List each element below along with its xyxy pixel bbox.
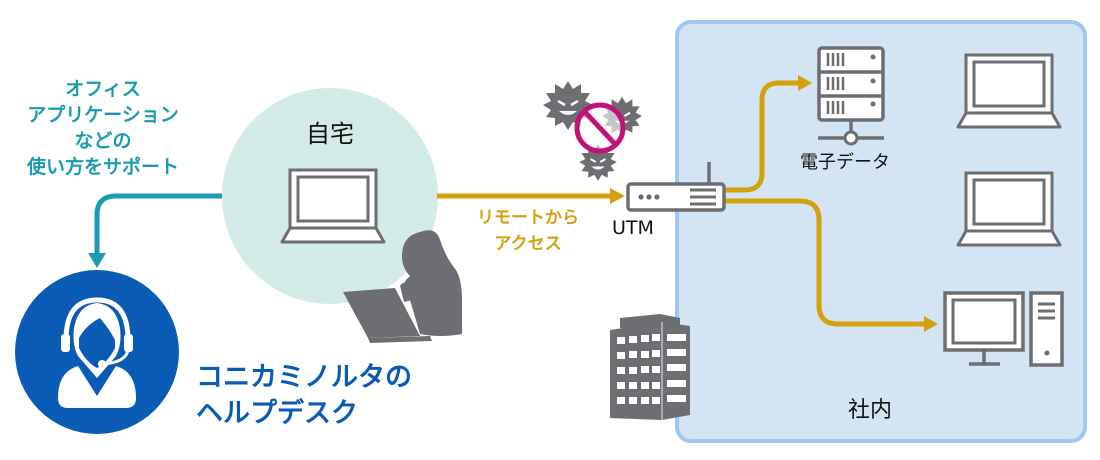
router-icon (626, 162, 726, 212)
utm-label: UTM (612, 217, 654, 239)
server-arrow (724, 75, 812, 193)
support-text-line-4: 使い方をサポート (26, 156, 179, 178)
home-laptop-icon (280, 168, 386, 244)
helpdesk-circle (15, 270, 179, 434)
office-label: 社内 (848, 398, 893, 423)
office-building-icon (610, 314, 690, 420)
home-label: 自宅 (306, 120, 354, 148)
remote-access-line-1: リモートから (477, 208, 579, 228)
support-arrow (88, 193, 222, 268)
office-laptop-icon (956, 53, 1062, 129)
prohibited-icon (574, 102, 626, 154)
desktop-arrow (724, 198, 938, 332)
helpdesk-title-line-2: ヘルプデスク (196, 398, 358, 429)
server-icon (817, 46, 885, 146)
desktop-pc-icon (943, 291, 1064, 367)
helpdesk-title-line-1: コニカミノルタの (196, 362, 412, 393)
person-with-laptop-icon (343, 230, 462, 343)
remote-access-arrow (437, 188, 625, 204)
headset-operator-icon (58, 297, 136, 408)
server-label: 電子データ (800, 152, 890, 173)
support-text-line-1: オフィス (65, 78, 141, 100)
support-text-line-3: などの (74, 130, 132, 152)
office-laptop-icon (956, 171, 1062, 247)
support-text-line-2: アプリケーション (27, 104, 179, 126)
remote-access-line-2: アクセス (494, 234, 562, 254)
